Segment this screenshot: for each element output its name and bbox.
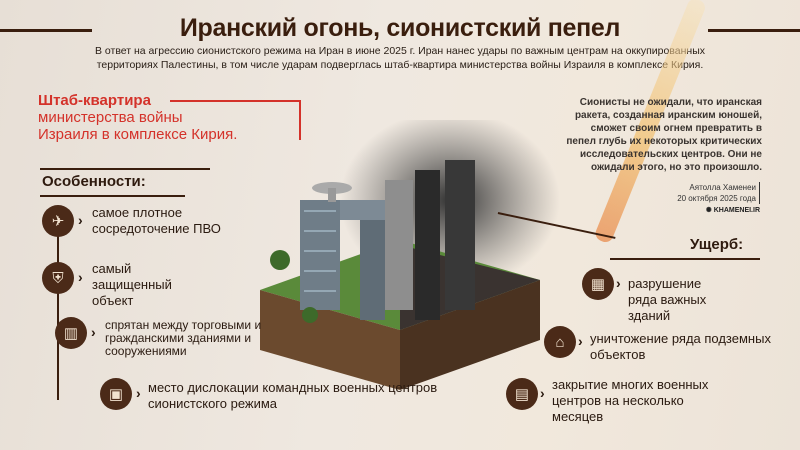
building-illustration xyxy=(260,120,560,390)
burnt-tower xyxy=(445,160,475,310)
khamenei-quote: Сионисты не ожидали, что иранская ракета… xyxy=(566,97,762,173)
damage-item: уничтожение ряда подземных объектов xyxy=(590,331,771,362)
damage-item: закрытие многих военных центров на неско… xyxy=(552,377,709,424)
burnt-tower xyxy=(415,170,440,320)
destroyed-building-icon: ▦ xyxy=(582,268,614,300)
damage-item: разрушение ряда важных зданий xyxy=(628,276,707,323)
chevron-right-icon: › xyxy=(91,324,96,340)
hq-heading: Штаб-квартира министерства войны Израиля… xyxy=(38,92,238,143)
buildings-icon: ▥ xyxy=(55,317,87,349)
source-label: KHAMENEI.IR xyxy=(713,207,760,214)
feature-item: самое плотное сосредоточение ПВО xyxy=(92,205,221,236)
source-logo: ✺ KHAMENEI.IR xyxy=(706,206,760,214)
anti-aircraft-icon: ✈ xyxy=(42,205,74,237)
logo-icon: ✺ xyxy=(705,207,712,214)
damage-underline xyxy=(610,258,760,260)
quote-author: Аятолла Хаменеи xyxy=(689,183,756,192)
tower-left xyxy=(300,200,340,310)
helipad-stem xyxy=(328,188,336,202)
tower-bridge xyxy=(340,200,385,220)
features-heading: Особенности: xyxy=(42,173,146,190)
quote-date: 20 октября 2025 года xyxy=(677,194,756,203)
features-overline xyxy=(40,168,210,170)
chevron-right-icon: › xyxy=(78,212,83,228)
feature-item: спрятан между торговыми и гражданскими з… xyxy=(105,318,262,358)
shield-icon: ⛨ xyxy=(42,262,74,294)
quote-attribution: Аятолла Хаменеи 20 октября 2025 года xyxy=(677,182,760,204)
timeline-line xyxy=(57,235,59,400)
tree xyxy=(302,307,318,323)
underground-icon: ⌂ xyxy=(544,326,576,358)
chevron-right-icon: › xyxy=(578,333,583,349)
tower-right xyxy=(385,180,413,310)
page-title: Иранский огонь, сионистский пепел xyxy=(179,14,621,42)
soil-right xyxy=(400,280,540,390)
intro-text: В ответ на агрессию сионистского режима … xyxy=(94,45,705,71)
chevron-right-icon: › xyxy=(540,385,545,401)
hq-pointer-line xyxy=(170,100,300,102)
tree xyxy=(270,250,290,270)
command-center-icon: ▣ xyxy=(100,378,132,410)
soil-left xyxy=(260,290,400,390)
closed-center-icon: ▤ xyxy=(506,378,538,410)
feature-item: самый защищенный объект xyxy=(92,261,172,308)
chevron-right-icon: › xyxy=(616,275,621,291)
chevron-right-icon: › xyxy=(136,385,141,401)
chevron-right-icon: › xyxy=(78,269,83,285)
damage-heading: Ущерб: xyxy=(690,236,744,253)
title-rule-left xyxy=(0,29,92,32)
features-underline xyxy=(40,195,185,197)
tower-middle xyxy=(360,220,385,320)
hq-pointer-drop xyxy=(299,100,301,140)
window-bands xyxy=(304,210,336,292)
feature-item: место дислокации командных военных центр… xyxy=(148,380,438,411)
title-rule-right xyxy=(708,29,800,32)
